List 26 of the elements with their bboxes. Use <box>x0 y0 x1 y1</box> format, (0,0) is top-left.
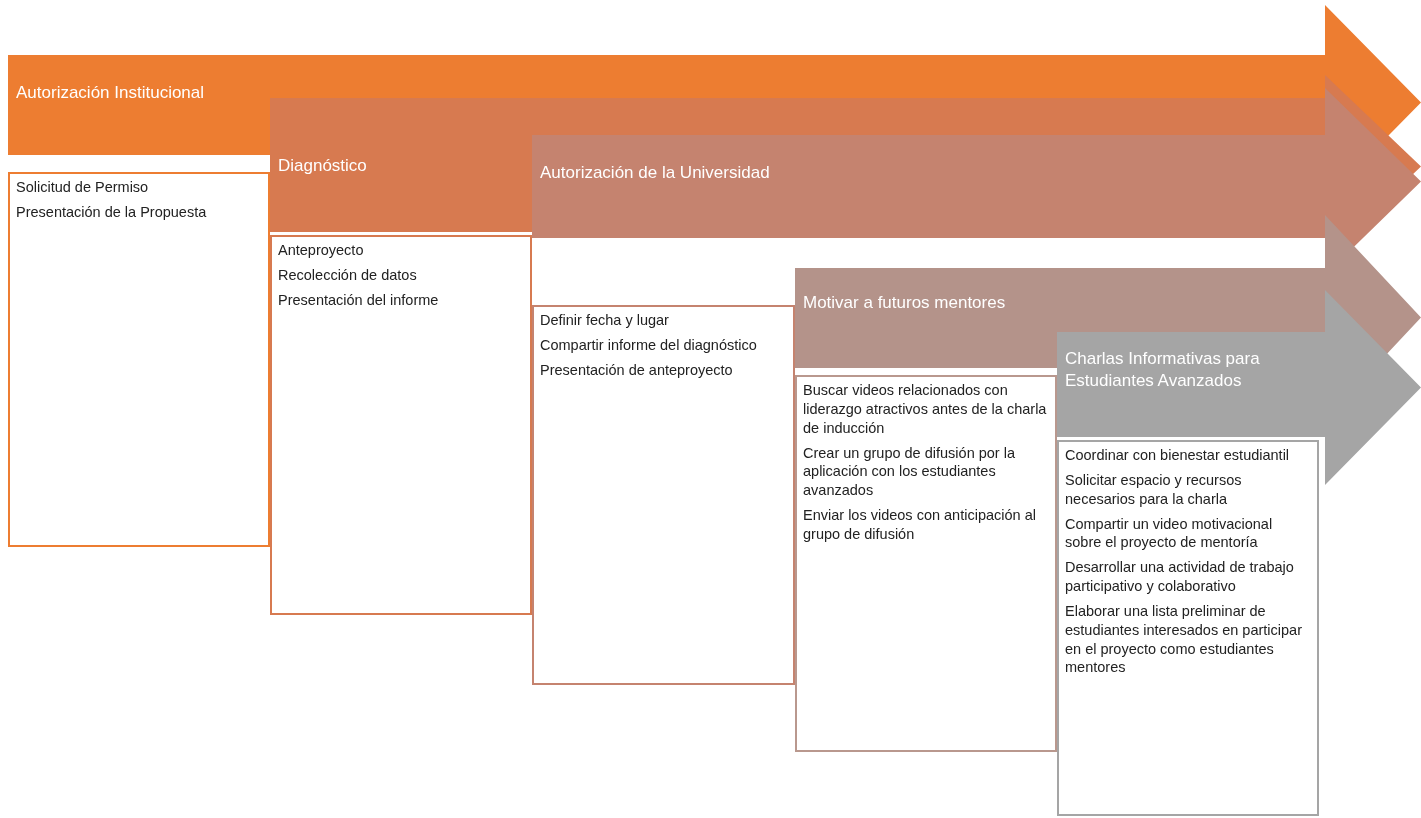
step-title: Charlas Informativas para Estudiantes Avanzados <box>1065 348 1261 393</box>
task-item: Coordinar con bienestar estudiantil <box>1065 446 1291 465</box>
task-item: Compartir un video motivacional sobre el proyecto de mentoría <box>1065 514 1274 553</box>
task-item: Compartir informe del diagnóstico <box>540 335 758 355</box>
step-title: Autorización Institucional <box>16 82 206 104</box>
task-item: Presentación del informe <box>278 290 440 310</box>
step-title: Motivar a futuros mentores <box>803 292 1007 314</box>
task-item: Recolección de datos <box>278 265 418 285</box>
task-panel <box>532 305 795 685</box>
step-title: Diagnóstico <box>278 155 368 177</box>
task-panel <box>1057 440 1319 816</box>
task-item: Definir fecha y lugar <box>540 311 670 330</box>
task-item: Crear un grupo de difusión por la aplicación con los estudiantes avanzados <box>803 443 1016 501</box>
task-panel <box>8 172 270 547</box>
task-item: Solicitud de Permiso <box>16 178 150 197</box>
task-item: Desarrollar una actividad de trabajo participativo y colaborativo <box>1065 558 1295 596</box>
task-panel <box>795 375 1057 752</box>
task-item: Presentación de anteproyecto <box>540 360 734 380</box>
task-item: Solicitar espacio y recursos necesarios para la charla <box>1065 470 1243 509</box>
step-title: Autorización de la Universidad <box>540 162 771 184</box>
task-panel <box>270 235 532 615</box>
task-item: Buscar videos relacionados con liderazgo atractivos antes de la charla de inducción <box>803 381 1048 438</box>
task-item: Anteproyecto <box>278 241 365 260</box>
task-item: Presentación de la Propuesta <box>16 202 208 222</box>
task-item: Enviar los videos con anticipación al grupo de difusión <box>803 506 1037 544</box>
task-item: Elaborar una lista preliminar de estudiantes interesados en participar en el proyecto como estudiantes mentores <box>1065 601 1303 678</box>
